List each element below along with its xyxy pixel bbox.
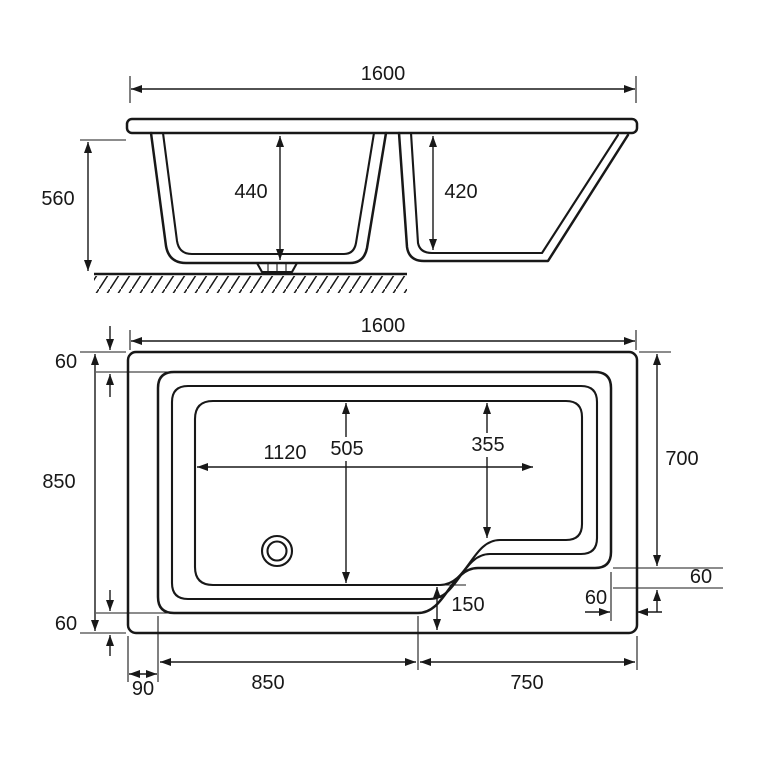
- ground-hatch: [94, 276, 407, 293]
- dim-end-panel-width: 700: [613, 351, 723, 569]
- floor-ground-line: [94, 272, 407, 293]
- dim-top-rim-width: 60: [55, 326, 168, 397]
- dim-bottom-rim-width: 60: [55, 590, 168, 656]
- dim-label-internal-length: 1120: [263, 442, 306, 464]
- label-backing: [466, 433, 511, 457]
- waste-drain-outer: [260, 534, 294, 568]
- plan-view: 1600 1120 505 355 700: [42, 315, 723, 700]
- dim-side-overall-length: 1600: [129, 63, 637, 103]
- dim-label-overall-height: 560: [41, 188, 74, 210]
- dim-label-plan-overall-width: 850: [42, 471, 75, 493]
- dim-label-internal-width: 505: [330, 438, 363, 460]
- waste-drain-inner: [266, 540, 288, 562]
- dim-label-top-rim-width: 60: [55, 351, 77, 373]
- bath-plan-shape: [156, 370, 613, 615]
- label-backing: [325, 437, 370, 461]
- dim-label-internal-depth: 440: [234, 181, 267, 203]
- dim-label-step-depth: 150: [451, 594, 484, 616]
- bath-rim-profile: [125, 117, 639, 135]
- dim-side-overall-height: 560: [41, 139, 126, 271]
- dim-right-edge-gap: 60: [585, 572, 662, 621]
- side-elevation-view: 1600 440 420 560: [41, 63, 639, 293]
- dim-end-internal-width: 355: [466, 403, 511, 538]
- dim-label-right-edge-gap: 60: [585, 587, 607, 609]
- dim-plan-overall-length: 1600: [129, 315, 637, 350]
- dim-label-left-end-gap: 90: [132, 678, 154, 700]
- dim-label-end-panel-width: 700: [665, 448, 698, 470]
- dim-label-main-section-length: 850: [251, 672, 284, 694]
- end-panel-inner-wall: [409, 131, 620, 255]
- waste-drain-profile: [255, 261, 299, 274]
- bath-tub-profile: [149, 131, 630, 274]
- label-backing: [685, 569, 718, 586]
- tub-outer-wall: [149, 131, 388, 265]
- dim-label-side-overall-length: 1600: [361, 63, 406, 85]
- dim-side-internal-depth: 440: [234, 136, 284, 260]
- dim-side-end-depth: 420: [429, 136, 478, 250]
- end-panel-outer-wall: [397, 131, 630, 263]
- dim-label-end-section-length: 750: [510, 672, 543, 694]
- dim-plan-overall-width: 850: [42, 351, 126, 634]
- bath-panel-outline: [126, 350, 639, 635]
- dim-label-right-rim-width: 60: [690, 566, 712, 588]
- tub-floor-edge: [193, 399, 584, 587]
- dim-bottom-row: 90 850 750: [127, 616, 638, 700]
- dim-label-bottom-rim-width: 60: [55, 613, 77, 635]
- dim-internal-width: 505: [325, 403, 370, 583]
- dim-label-end-internal-width: 355: [471, 434, 504, 456]
- tub-inner-wall: [161, 131, 376, 256]
- dim-internal-length: 1120: [197, 442, 533, 471]
- dim-label-end-depth: 420: [444, 181, 477, 203]
- bath-rim-outer-edge: [156, 370, 613, 615]
- dim-step-depth: 150: [419, 584, 485, 630]
- dim-right-rim-width: 60: [613, 566, 723, 612]
- dim-label-plan-overall-length: 1600: [361, 315, 406, 337]
